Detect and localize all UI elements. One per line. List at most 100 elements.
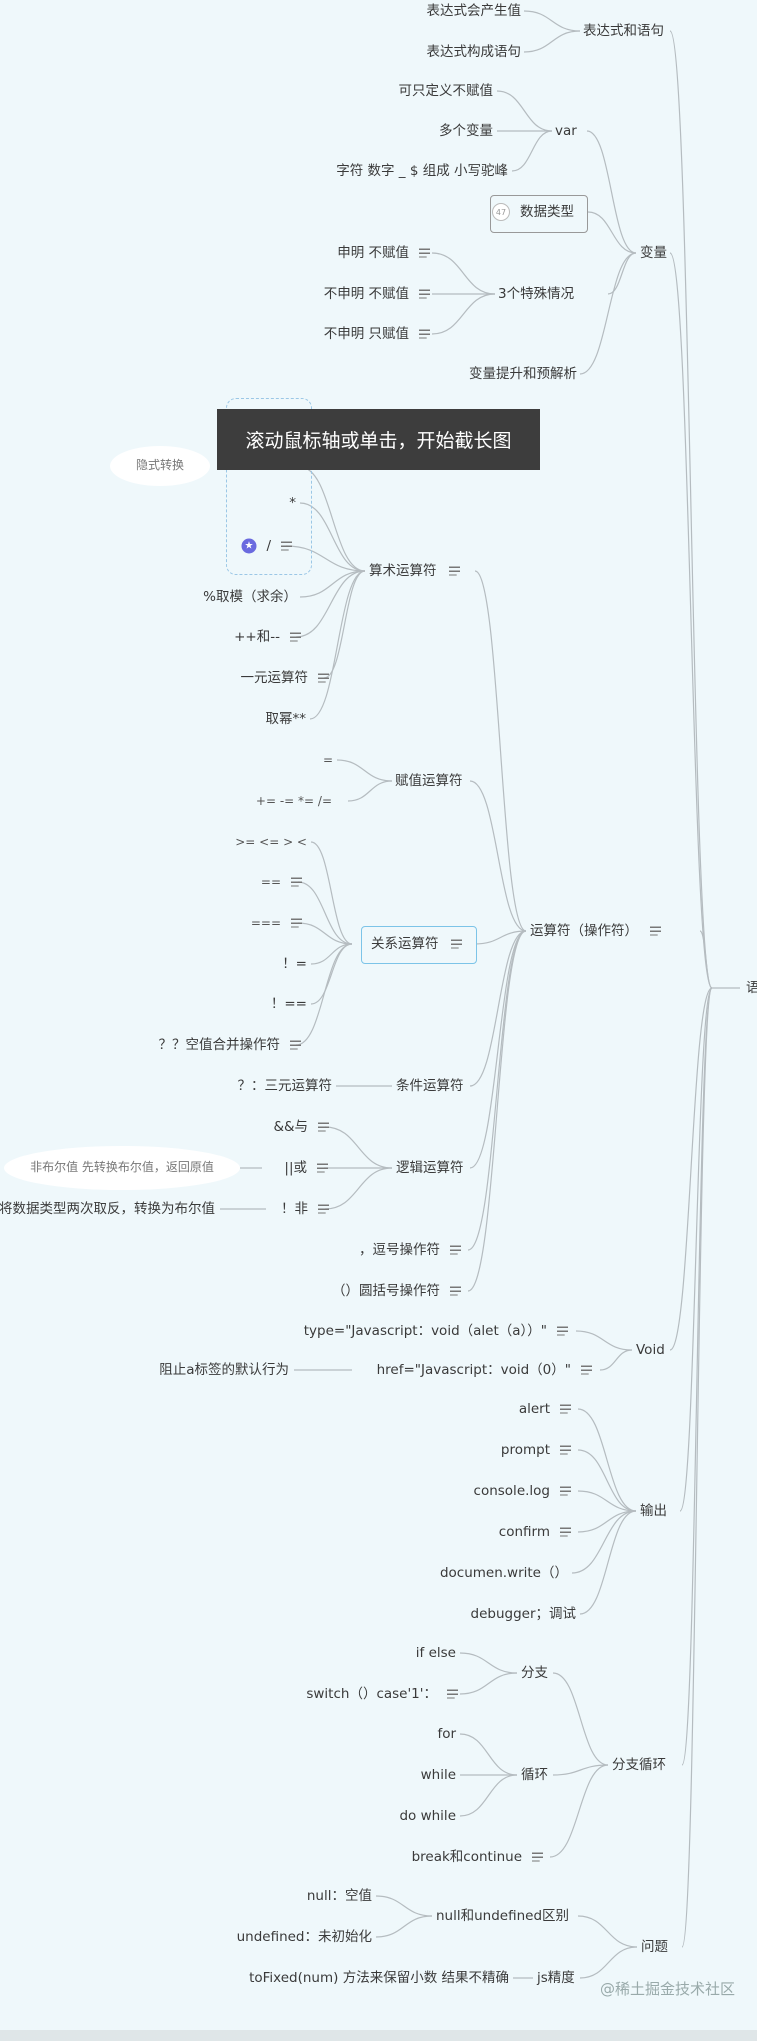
node-n19[interactable]: %取模（求余） bbox=[203, 589, 297, 605]
connector bbox=[586, 130, 637, 254]
node-n7[interactable]: var bbox=[555, 123, 577, 139]
node-n24[interactable]: += -= *= /= bbox=[255, 794, 332, 808]
node-n31[interactable]: 关系运算符 bbox=[371, 936, 439, 952]
node-n49[interactable]: prompt bbox=[500, 1442, 550, 1458]
notes-icon bbox=[290, 1040, 301, 1050]
node-n40[interactable]: 将数据类型两次取反，转换为布尔值 bbox=[0, 1201, 215, 1217]
node-n60[interactable]: 循环 bbox=[521, 1767, 548, 1783]
node-n10[interactable]: 不申明 不赋值 bbox=[323, 286, 409, 302]
connector bbox=[587, 211, 637, 254]
notes-icon bbox=[560, 1445, 571, 1455]
connector bbox=[295, 570, 366, 638]
node-n26[interactable]: >= <= > < bbox=[235, 835, 307, 849]
node-n45[interactable]: 阻止a标签的默认行为 bbox=[159, 1362, 289, 1378]
node-n8[interactable]: 数据类型 bbox=[520, 204, 574, 220]
node-n46[interactable]: href="Javascript：void（0）" bbox=[376, 1362, 571, 1378]
notes-icon bbox=[448, 566, 460, 576]
connector bbox=[310, 943, 353, 1005]
node-n18[interactable]: 算术运算符 bbox=[369, 563, 437, 579]
node-n6[interactable]: 字符 数字 _ $ 组成 小写驼峰 bbox=[336, 163, 508, 179]
node-n22[interactable]: 取幂** bbox=[265, 711, 307, 727]
node-n37[interactable]: 非布尔值 先转换布尔值，返回原值 bbox=[30, 1160, 214, 1174]
node-n25[interactable]: 赋值运算符 bbox=[395, 773, 463, 789]
node-n16[interactable]: * bbox=[289, 495, 296, 511]
node-n36[interactable]: &&与 bbox=[273, 1119, 308, 1135]
notes-icon bbox=[318, 1204, 329, 1214]
node-n57[interactable]: switch（）case'1'： bbox=[306, 1686, 437, 1702]
node-n69[interactable]: js精度 bbox=[537, 1970, 575, 1986]
node-n61[interactable]: 分支循环 bbox=[612, 1757, 666, 1773]
node-n51[interactable]: 输出 bbox=[640, 1503, 667, 1519]
scrollbar[interactable] bbox=[0, 2030, 757, 2041]
node-n15[interactable]: 隐式转换 bbox=[135, 458, 185, 472]
connector bbox=[299, 466, 366, 572]
connector bbox=[347, 780, 393, 802]
connector bbox=[310, 943, 353, 965]
node-n2[interactable]: 表达式构成语句 bbox=[426, 44, 522, 60]
connector bbox=[669, 252, 713, 989]
connector bbox=[577, 1449, 637, 1512]
node-n4[interactable]: 可只定义不赋值 bbox=[398, 83, 494, 99]
node-n9[interactable]: 申明 不赋值 bbox=[337, 245, 409, 261]
connector bbox=[467, 930, 527, 1251]
node-n42[interactable]: ，逗号操作符 bbox=[359, 1242, 440, 1258]
node-n53[interactable]: documen.write（） bbox=[439, 1565, 568, 1581]
node-n5[interactable]: 多个变量 bbox=[439, 123, 493, 139]
node-n62[interactable]: do while bbox=[399, 1808, 456, 1824]
node-n68[interactable]: toFixed(num) 方法来保留小数 结果不精确 bbox=[249, 1970, 509, 1986]
connector bbox=[467, 930, 527, 1292]
node-n63[interactable]: break和continue bbox=[411, 1849, 522, 1865]
connector bbox=[575, 1330, 633, 1351]
node-n35[interactable]: 条件运算符 bbox=[396, 1078, 464, 1094]
node-n59[interactable]: while bbox=[420, 1767, 456, 1783]
node-n39[interactable]: 逻辑运算符 bbox=[396, 1160, 464, 1176]
node-n52[interactable]: confirm bbox=[498, 1524, 550, 1540]
connector bbox=[523, 10, 581, 32]
node-n66[interactable]: undefined：未初始化 bbox=[236, 1929, 372, 1945]
node-n64[interactable]: null：空值 bbox=[306, 1888, 372, 1904]
node-n41[interactable]: ！非 bbox=[281, 1201, 308, 1217]
node-n3[interactable]: 表达式和语句 bbox=[583, 23, 664, 39]
node-n54[interactable]: debugger；调试 bbox=[470, 1606, 577, 1622]
node-n48[interactable]: alert bbox=[518, 1401, 550, 1417]
node-n38[interactable]: ||或 bbox=[284, 1160, 307, 1176]
node-n56[interactable]: 分支 bbox=[521, 1665, 548, 1681]
node-n50[interactable]: console.log bbox=[473, 1483, 550, 1499]
connector bbox=[295, 943, 353, 1046]
connector bbox=[577, 1490, 637, 1512]
node-n55[interactable]: if else bbox=[415, 1645, 456, 1661]
node-n28[interactable]: === bbox=[250, 916, 281, 930]
node-n11[interactable]: 不申明 只赋值 bbox=[323, 326, 409, 342]
node-n27[interactable]: == bbox=[260, 875, 281, 889]
connector bbox=[579, 1946, 638, 1979]
notes-icon bbox=[281, 541, 292, 551]
node-n58[interactable]: for bbox=[437, 1726, 456, 1742]
connector bbox=[681, 987, 713, 1766]
node-n32[interactable]: 运算符（操作符） bbox=[530, 923, 638, 939]
node-n21[interactable]: 一元运算符 bbox=[240, 670, 309, 686]
node-n44[interactable]: type="Javascript：void（alet（a））" bbox=[303, 1323, 547, 1339]
notes-icon bbox=[318, 1122, 329, 1132]
notes-icon bbox=[557, 1326, 568, 1336]
node-n34[interactable]: ？：三元运算符 bbox=[237, 1078, 333, 1094]
node-n14[interactable]: 变量提升和预解析 bbox=[469, 366, 577, 382]
node-n70[interactable]: 语 bbox=[746, 980, 757, 996]
node-n20[interactable]: ++和-- bbox=[234, 629, 280, 645]
connector bbox=[669, 30, 713, 989]
node-n43[interactable]: （）圆括号操作符 bbox=[332, 1283, 440, 1299]
node-n17[interactable]: / bbox=[266, 538, 271, 554]
node-n13[interactable]: 变量 bbox=[640, 245, 667, 261]
screenshot-hint-overlay[interactable]: 滚动鼠标轴或单击，开始截长图 bbox=[217, 409, 540, 470]
node-n29[interactable]: ！= bbox=[282, 956, 307, 972]
connector bbox=[299, 570, 366, 598]
node-n33[interactable]: ？？空值合并操作符 bbox=[158, 1037, 281, 1053]
star-icon: ★ bbox=[241, 538, 257, 554]
node-n67[interactable]: 问题 bbox=[641, 1939, 668, 1955]
node-n65[interactable]: null和undefined区别 bbox=[436, 1908, 570, 1924]
node-n1[interactable]: 表达式会产生值 bbox=[426, 3, 522, 19]
node-n23[interactable]: = bbox=[322, 753, 333, 767]
node-n47[interactable]: Void bbox=[636, 1342, 665, 1358]
notes-icon bbox=[291, 918, 302, 928]
node-n30[interactable]: ！== bbox=[270, 996, 307, 1012]
node-n12[interactable]: 3个特殊情况 bbox=[498, 286, 575, 302]
